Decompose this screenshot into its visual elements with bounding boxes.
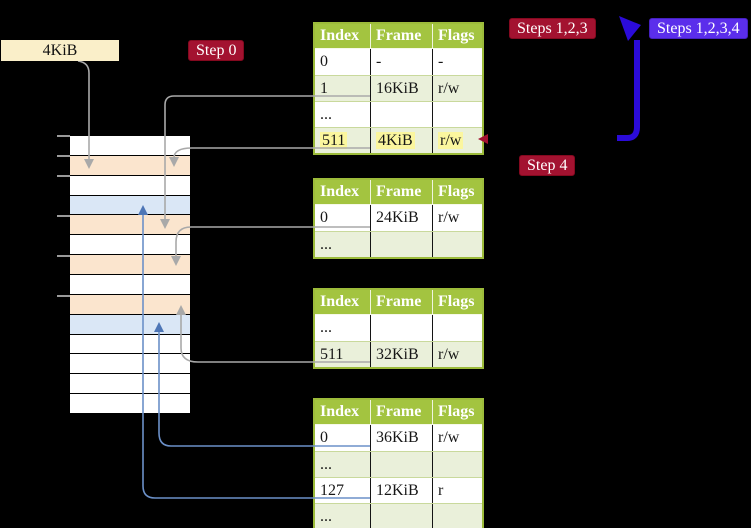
memory-row-12 <box>70 373 190 394</box>
step4-label: Step 4 <box>519 155 576 176</box>
table-cell: 24KiB <box>370 205 432 231</box>
table-cell <box>370 504 432 528</box>
table-cell <box>370 102 432 127</box>
table-cell: 511 <box>320 346 344 363</box>
table-cell: r <box>432 478 482 503</box>
header-cell-flags: Flags <box>432 180 482 204</box>
memory-row-4 <box>70 214 190 235</box>
memory-row-11 <box>70 353 190 374</box>
memory-row-9 <box>70 313 190 334</box>
table-cell: 0 <box>320 209 328 226</box>
table-cell <box>432 504 482 528</box>
header-cell-frame: Frame <box>370 180 432 204</box>
memory-tick <box>57 135 70 137</box>
memory-tick <box>57 295 70 297</box>
table-cell <box>432 315 482 341</box>
memory-row-10 <box>70 333 190 354</box>
table-cell <box>370 452 432 477</box>
memory-row-2 <box>70 174 190 195</box>
table-cell: r/w <box>432 76 482 101</box>
header-cell-frame: Frame <box>370 400 432 424</box>
memory-row-8 <box>70 293 190 314</box>
table-cell: ... <box>320 106 332 123</box>
recursive-loop-arrowhead-icon <box>619 16 641 41</box>
page-table-2-row-1: ... <box>315 231 482 257</box>
page-table-4-row-1: ... <box>315 451 482 477</box>
table-cell <box>432 452 482 477</box>
table-cell <box>432 102 482 127</box>
table-cell: ... <box>320 236 332 253</box>
table-cell: r/w <box>432 342 482 367</box>
table-cell <box>370 315 432 341</box>
memory-tick <box>57 175 70 177</box>
recursive-loop-arrow <box>617 40 640 141</box>
table-cell <box>370 232 432 257</box>
page-size-label: 4KiB <box>1 40 119 61</box>
memory-tick <box>57 215 70 217</box>
table-cell: 0 <box>320 53 328 70</box>
page-table-4-row-3: ... <box>315 503 482 528</box>
memory-tick <box>57 255 70 257</box>
table-cell: 0 <box>320 429 328 446</box>
header-cell-flags: Flags <box>432 24 482 48</box>
header-cell-flags: Flags <box>432 400 482 424</box>
table-cell: 16KiB <box>370 76 432 101</box>
steps1234-label: Steps 1,2,3,4 <box>649 18 748 39</box>
step0-label: Step 0 <box>188 40 245 61</box>
table-cell <box>432 232 482 257</box>
memory-row-7 <box>70 274 190 294</box>
memory-row-13 <box>70 393 190 414</box>
header-cell-index: Index <box>320 183 360 200</box>
memory-row-3 <box>70 194 190 215</box>
memory-column <box>70 136 190 414</box>
table-cell: 12KiB <box>370 478 432 503</box>
table-cell: - <box>370 49 432 75</box>
header-cell-frame: Frame <box>370 24 432 48</box>
memory-row-1 <box>70 154 190 175</box>
table-cell: 511 <box>315 128 370 153</box>
table-cell: 32KiB <box>370 342 432 367</box>
memory-row-0 <box>70 136 190 155</box>
table-cell: ... <box>320 508 332 525</box>
table-cell: r/w <box>432 128 482 153</box>
header-cell-index: Index <box>320 403 360 420</box>
table-cell: r/w <box>432 205 482 231</box>
table-cell: 127 <box>320 482 344 499</box>
highlighted-value: 4KiB <box>376 132 415 149</box>
table-cell: 4KiB <box>370 128 432 153</box>
header-cell-flags: Flags <box>432 290 482 314</box>
memory-row-5 <box>70 234 190 255</box>
header-cell-index: Index <box>320 27 360 44</box>
table-cell: 1 <box>320 80 328 97</box>
page-table-1-row-2: ... <box>315 101 482 127</box>
table-cell: r/w <box>432 425 482 451</box>
memory-row-6 <box>70 254 190 275</box>
highlighted-value: r/w <box>438 132 464 149</box>
memory-tick <box>57 155 70 157</box>
header-cell-frame: Frame <box>370 290 432 314</box>
table-cell: - <box>432 49 482 75</box>
table-cell: 36KiB <box>370 425 432 451</box>
steps123-label: Steps 1,2,3 <box>509 18 596 39</box>
header-cell-index: Index <box>320 293 360 310</box>
page-table-1-row-3: 511 4KiB r/w <box>315 127 482 153</box>
page-table-3-row-0: ... <box>315 315 482 341</box>
table-cell: ... <box>320 456 332 473</box>
table-cell: ... <box>320 319 332 336</box>
page-table-1-row-0: 0 -- <box>315 49 482 75</box>
highlighted-value: 511 <box>320 132 348 149</box>
